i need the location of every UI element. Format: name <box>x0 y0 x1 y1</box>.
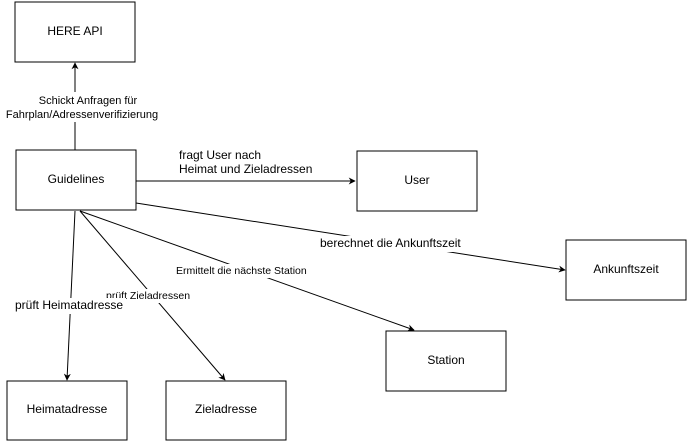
edge-label-station-text: Ermittelt die nächste Station <box>176 265 307 277</box>
edge-label-user: fragt User nach Heimat und Zieladressen <box>179 148 312 176</box>
node-here-api: HERE API <box>14 1 136 63</box>
edge-label-here-api: Schickt Anfragen für Fahrplan/Adressenve… <box>6 92 158 122</box>
node-station-label: Station <box>427 353 464 367</box>
node-user-label: User <box>404 173 429 187</box>
edge-label-zieladresse: prüft Zieladressen <box>106 289 196 303</box>
node-guidelines-label: Guidelines <box>48 172 105 186</box>
edge-label-heimatadresse: prüft Heimatadresse <box>14 298 126 314</box>
node-zieladresse-label: Zieladresse <box>195 402 257 416</box>
edge-guidelines-to-heimatadresse <box>63 210 76 381</box>
node-ankunftszeit-label: Ankunftszeit <box>593 262 659 276</box>
node-ankunftszeit: Ankunftszeit <box>565 239 687 301</box>
node-heimatadresse-label: Heimatadresse <box>27 402 108 416</box>
edge-label-station: Ermittelt die nächste Station <box>176 264 316 278</box>
edge-label-user-line2: Heimat und Zieladressen <box>179 162 312 176</box>
node-heimatadresse: Heimatadresse <box>6 380 128 441</box>
node-zieladresse: Zieladresse <box>165 380 287 441</box>
edge-label-here-api-line2: Fahrplan/Adressenverifizierung <box>6 109 158 121</box>
edge-label-heimatadresse-text: prüft Heimatadresse <box>15 298 123 312</box>
node-guidelines: Guidelines <box>15 149 137 211</box>
node-user: User <box>356 150 478 212</box>
edge-label-zieladresse-text: prüft Zieladressen <box>106 290 190 302</box>
edge-label-here-api-line1: Schickt Anfragen für <box>39 95 138 107</box>
edge-label-user-line1: fragt User nach <box>179 148 261 162</box>
edge-label-ankunftszeit-text: berechnet die Ankunftszeit <box>320 236 461 250</box>
node-station: Station <box>385 330 507 392</box>
edge-label-ankunftszeit: berechnet die Ankunftszeit <box>319 236 465 252</box>
node-here-api-label: HERE API <box>47 24 102 38</box>
